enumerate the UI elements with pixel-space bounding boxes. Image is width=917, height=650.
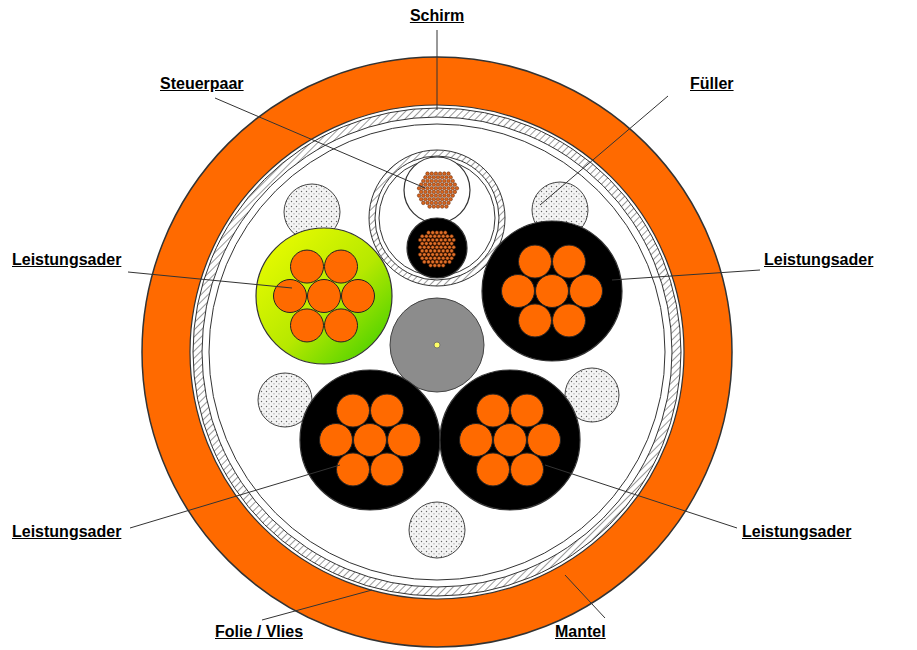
power-cores (256, 221, 622, 510)
control-pair (369, 150, 505, 286)
part-label: Leistungsader (764, 250, 873, 269)
part-label: Mantel (555, 622, 606, 641)
shield (193, 108, 681, 596)
part-label: Schirm (410, 6, 464, 25)
part-label: Folie / Vlies (215, 622, 303, 641)
part-label: Steuerpaar (160, 74, 244, 93)
center-element (390, 298, 484, 392)
foil (202, 117, 672, 587)
part-label: Leistungsader (12, 250, 121, 269)
foil-inner (209, 124, 665, 580)
jacket-inner (190, 105, 684, 599)
conductor-strands (274, 172, 603, 486)
part-label: Füller (690, 74, 734, 93)
part-label: Leistungsader (742, 522, 851, 541)
part-label: Leistungsader (12, 522, 121, 541)
jacket (142, 57, 732, 647)
leader-lines (128, 30, 760, 620)
center-dot (434, 342, 440, 348)
